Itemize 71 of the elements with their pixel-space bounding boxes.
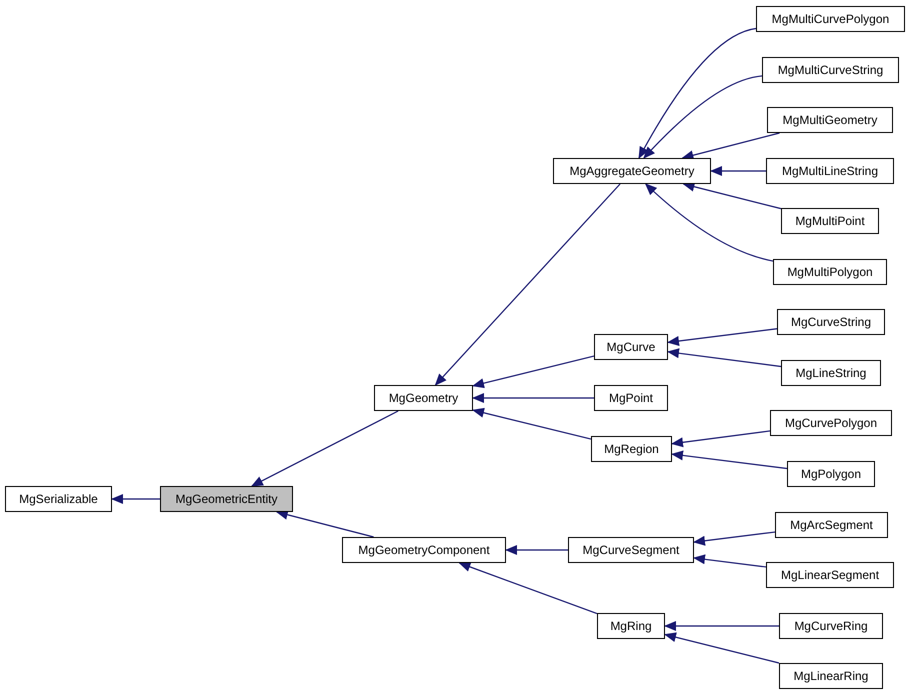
class-name: MgLinearSegment [780,568,880,582]
class-box [597,613,665,639]
inheritance-arrow [472,408,592,440]
class-name: MgAggregateGeometry [570,164,694,178]
class-name: MgMultiPolygon [787,265,873,279]
inheritance-arrow [434,184,620,386]
class-name: MgMultiCurvePolygon [772,12,890,26]
class-name: MgGeometricEntity [175,492,278,506]
class-box [773,259,887,285]
inheritance-arrow [667,348,782,368]
class-name: MgCurveRing [794,619,868,633]
class-box [779,613,883,639]
class-name: MgPoint [608,391,654,405]
class-box [766,158,894,184]
inheritance-arrow [505,545,568,555]
class-box [787,461,875,487]
class-name: MgMultiLineString [782,164,878,178]
class-box [775,512,888,538]
class-name: MgCurve [606,340,656,354]
class-box [591,436,672,462]
inheritance-arrow [644,183,774,262]
inheritance-arrow [664,621,779,631]
inheritance-arrow [664,632,780,664]
inheritance-arrow [276,510,374,538]
class-box [594,385,668,411]
class-name: MgCurvePolygon [784,416,878,430]
class-box [770,410,892,436]
class-name: MgCurveSegment [582,543,680,557]
class-box [767,107,893,133]
inheritance-arrow [111,494,160,504]
class-name: MgMultiGeometry [782,113,878,127]
class-box [766,562,894,588]
inheritance-arrow [671,450,788,470]
class-name: MgGeometryComponent [358,543,490,557]
class-name: MgMultiCurveString [778,63,884,77]
inheritance-arrow [710,166,766,176]
inheritance-arrow [472,393,594,403]
class-box [777,309,885,335]
inheritance-arrow [682,182,782,210]
class-box [342,537,506,563]
class-box [756,6,905,32]
class-name: MgRing [610,619,652,633]
class-box [553,158,711,184]
class-name: MgSerializable [19,492,98,506]
class-box [762,57,899,83]
class-name: MgRegion [604,442,659,456]
inheritance-arrow [643,75,762,159]
inheritance-arrow [693,554,766,568]
inheritance-arrow [693,531,776,546]
inheritance-arrow [250,410,398,487]
class-box [594,334,668,360]
inheritance-arrow [638,28,756,159]
class-name: MgLinearRing [794,669,868,683]
class-box [781,360,881,386]
class-box [374,385,473,411]
class-name: MgPolygon [800,467,862,481]
class-name: MgLineString [796,366,866,380]
inheritance-arrow [671,430,770,448]
class-box [779,663,883,689]
inheritance-arrow [472,356,594,388]
class-name: MgCurveString [790,315,872,329]
class-box [781,208,879,234]
inheritance-arrow [682,132,780,160]
class-box [5,486,112,512]
class-name: MgArcSegment [790,518,873,532]
inheritance-arrow [667,328,778,346]
class-name: MgMultiPoint [795,214,865,228]
class-box [568,537,694,563]
class-name: MgGeometry [388,391,458,405]
class-box [160,486,293,512]
inheritance-arrow [458,562,598,614]
